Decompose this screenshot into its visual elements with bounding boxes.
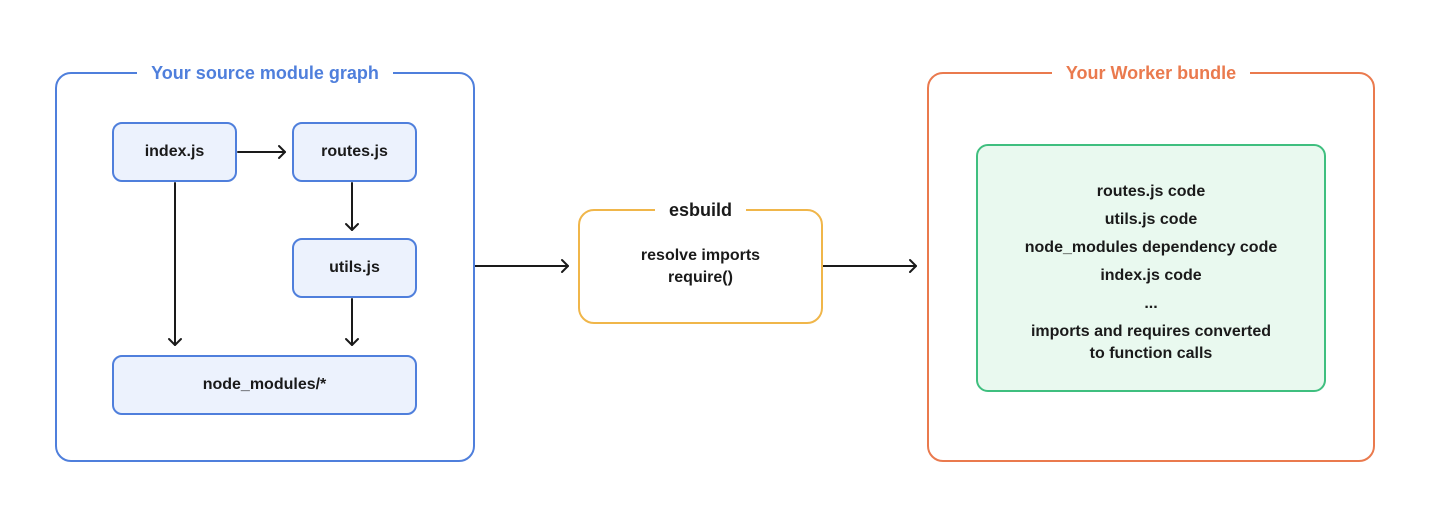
source-module-graph-group: Your source module graph [55,63,475,462]
arrow-esbuild-to-bundle [822,259,917,273]
bundle-contents-list: routes.js code utils.js code node_module… [978,178,1324,365]
esbuild-box: esbuild resolve imports require() [578,200,823,324]
esbuild-line-resolve-imports: resolve imports [640,247,761,264]
node-node-modules: node_modules/* [112,355,417,415]
bundle-line-routes-code: routes.js code [1096,183,1206,200]
bundle-line-node-modules-code: node_modules dependency code [1024,239,1278,256]
arrow-index-to-routes [237,145,286,159]
node-index-js: index.js [112,122,237,182]
esbuild-title: esbuild [654,200,746,220]
esbuild-line-require: require() [668,269,733,286]
bundle-contents-box: routes.js code utils.js code node_module… [976,144,1326,392]
bundle-line-utils-code: utils.js code [1104,211,1198,228]
arrow-source-to-esbuild [474,259,569,273]
node-routes-js: routes.js [292,122,417,182]
arrow-utils-to-node-modules [345,298,359,346]
esbuild-description: resolve imports require() [580,245,821,289]
bundle-line-function-calls: to function calls [1089,345,1213,362]
bundle-line-ellipsis: ... [1144,295,1158,312]
worker-bundle-group: Your Worker bundle [927,63,1375,462]
arrow-routes-to-utils [345,182,359,231]
node-utils-js: utils.js [292,238,417,298]
arrow-index-to-node-modules [168,182,182,346]
bundle-line-index-code: index.js code [1100,267,1202,284]
worker-bundle-title: Your Worker bundle [1051,63,1251,83]
source-module-graph-title: Your source module graph [137,63,393,83]
bundle-line-imports-converted: imports and requires converted [1030,323,1272,340]
